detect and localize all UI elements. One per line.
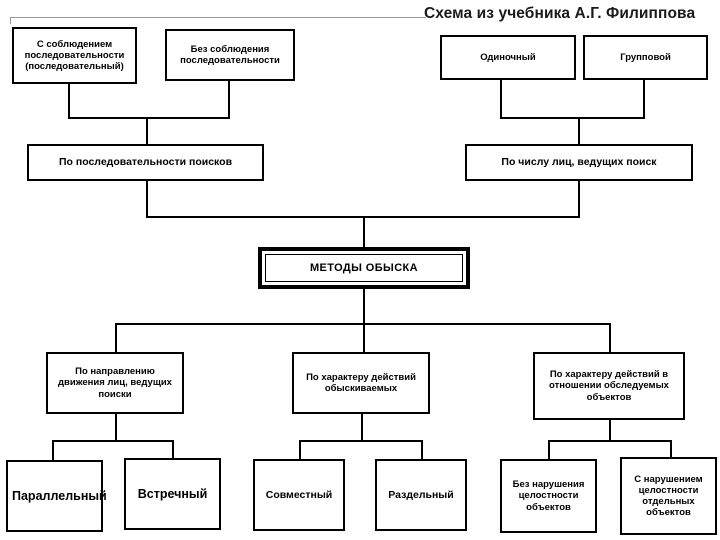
node-separate[interactable]: Раздельный (375, 459, 467, 531)
connector-v (146, 117, 148, 145)
header-rule-tick (10, 17, 11, 24)
connector-h (299, 440, 423, 442)
node-parallel[interactable]: Параллельный (6, 460, 107, 532)
node-label: Встречный (137, 486, 208, 501)
node-without-damage[interactable]: Без нарушения целостности объектов (500, 459, 597, 533)
node-with-sequence[interactable]: С соблюдением последовательности (послед… (12, 27, 137, 84)
node-label: По характеру действий в отношении обслед… (549, 369, 669, 403)
node-label: Совместный (265, 488, 333, 501)
node-with-damage[interactable]: С нарушением целостности отдельных объек… (620, 457, 717, 535)
node-label: По последовательности поисков (58, 156, 233, 169)
connector-v (670, 440, 672, 458)
connector-v (363, 216, 365, 249)
connector-h (500, 117, 645, 119)
connector-v (548, 440, 550, 460)
node-label: По направлению движения лиц, ведущих пои… (58, 366, 172, 400)
node-label: Групповой (620, 51, 671, 63)
page-title: Схема из учебника А.Г. Филиппова (424, 5, 696, 22)
connector-v (52, 440, 54, 462)
connector-h (68, 117, 230, 119)
node-label: МЕТОДЫ ОБЫСКА (309, 262, 419, 274)
node-root-search-methods[interactable]: МЕТОДЫ ОБЫСКА (258, 247, 470, 289)
connector-v (578, 117, 580, 145)
connector-v (363, 289, 365, 325)
node-by-object-actions[interactable]: По характеру действий в отношении обслед… (533, 352, 685, 420)
node-label: Раздельный (388, 488, 454, 501)
node-label: По числу лиц, ведущих поиск (501, 156, 657, 169)
node-label: Без нарушения целостности объектов (512, 479, 585, 513)
connector-v (500, 80, 502, 118)
node-without-sequence[interactable]: Без соблюдения последовательности (165, 29, 295, 81)
connector-v (609, 323, 611, 354)
connector-v (146, 181, 148, 218)
connector-v (643, 80, 645, 118)
node-single[interactable]: Одиночный (440, 35, 576, 80)
node-label: С нарушением целостности отдельных объек… (634, 473, 703, 519)
connector-v (299, 440, 301, 462)
connector-v (172, 440, 174, 462)
header-rule (10, 17, 426, 18)
node-by-searched-person-actions[interactable]: По характеру действий обыскиваемых (292, 352, 430, 414)
node-label: По характеру действий обыскиваемых (306, 371, 416, 394)
connector-v (609, 420, 611, 442)
node-by-searcher-count[interactable]: По числу лиц, ведущих поиск (465, 144, 693, 181)
node-by-search-sequence[interactable]: По последовательности поисков (27, 144, 264, 181)
connector-v (361, 414, 363, 442)
connector-h (548, 440, 672, 442)
node-label: Без соблюдения последовательности (180, 43, 280, 66)
connector-v (578, 181, 580, 218)
node-label: Одиночный (480, 51, 536, 63)
node-label: С соблюдением последовательности (послед… (24, 38, 125, 73)
node-counter[interactable]: Встречный (124, 458, 221, 530)
node-label: Параллельный (12, 488, 107, 503)
node-by-movement-direction[interactable]: По направлению движения лиц, ведущих пои… (46, 352, 184, 414)
connector-v (115, 414, 117, 442)
connector-v (421, 440, 423, 462)
connector-v (228, 81, 230, 118)
connector-h (52, 440, 174, 442)
node-group[interactable]: Групповой (583, 35, 708, 80)
connector-v (68, 84, 70, 118)
node-root-frame: МЕТОДЫ ОБЫСКА (265, 254, 463, 282)
connector-v (363, 323, 365, 354)
node-joint[interactable]: Совместный (253, 459, 345, 531)
connector-v (115, 323, 117, 354)
